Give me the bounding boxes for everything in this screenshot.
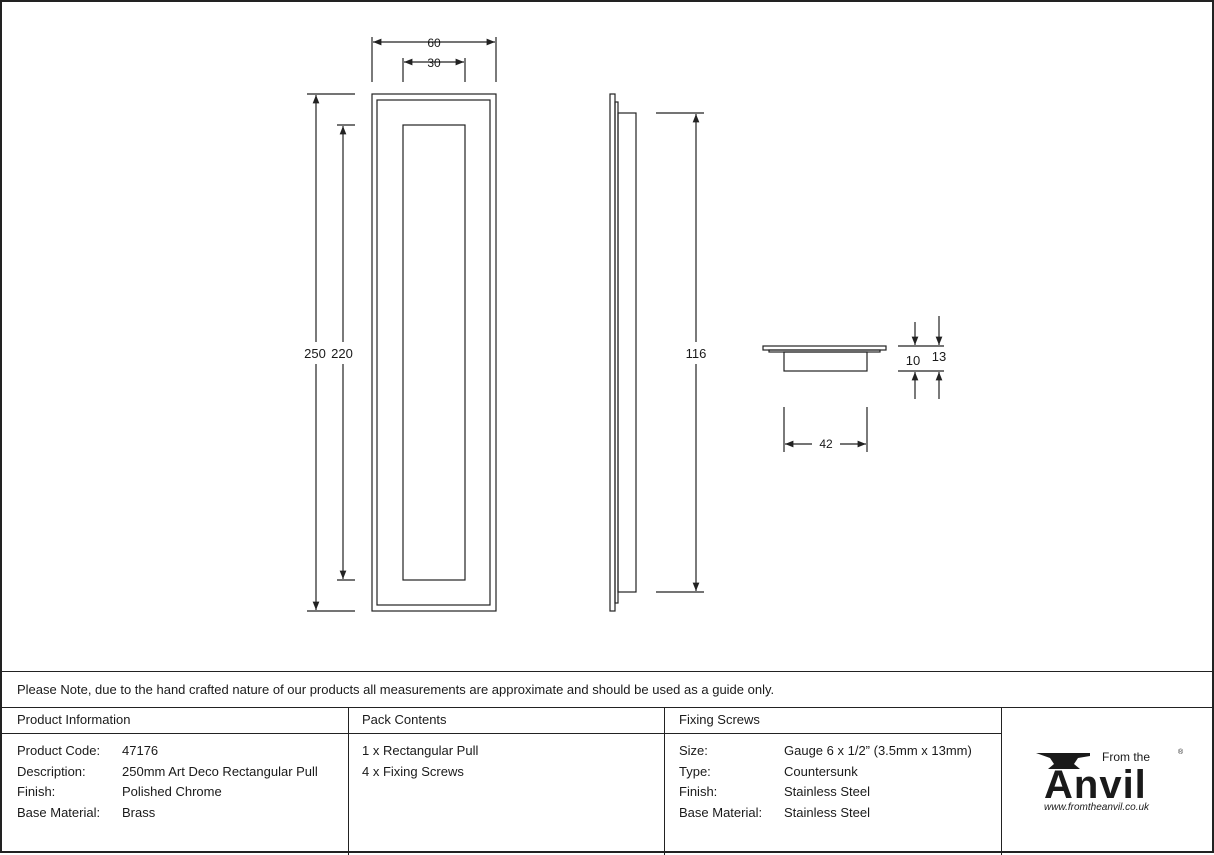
side-body [617, 112, 637, 593]
front-inner-border [376, 99, 491, 606]
col-divider-2 [664, 708, 665, 855]
front-view [307, 37, 497, 612]
dim-label-250: 250 [304, 346, 326, 361]
screw-finish-value: Stainless Steel [784, 784, 870, 799]
description-value: 250mm Art Deco Rectangular Pull [122, 764, 318, 779]
measurement-note: Please Note, due to the hand crafted nat… [17, 682, 775, 697]
col-divider-3 [1001, 708, 1002, 855]
screw-type-value: Countersunk [784, 764, 858, 779]
fixing-screws-title: Fixing Screws [679, 712, 760, 727]
col-divider-1 [348, 708, 349, 855]
dim-label-10: 10 [906, 353, 920, 368]
technical-drawing: 60 30 250 220 116 [304, 36, 946, 612]
dim-label-220: 220 [331, 346, 353, 361]
dim-label-116: 116 [686, 346, 707, 361]
table-top-rule [2, 707, 1002, 708]
finish-value: Polished Chrome [122, 784, 222, 799]
top-view [762, 316, 944, 452]
header-rule [2, 733, 1002, 734]
from-the-anvil-logo: From the ® Anvil www.fromtheanvil.co.uk [1036, 748, 1184, 813]
front-outer-plate [371, 93, 497, 612]
logo-brand: Anvil [1044, 763, 1147, 807]
anvil-icon [1036, 753, 1090, 769]
base-material-value: Brass [122, 805, 156, 820]
product-code-value: 47176 [122, 743, 159, 758]
pack-item: 4 x Fixing Screws [362, 764, 464, 779]
pack-item: 1 x Rectangular Pull [362, 743, 479, 758]
finish-label: Finish: [17, 784, 56, 799]
screw-material-value: Stainless Steel [784, 805, 870, 820]
dim-label-60: 60 [427, 36, 441, 50]
base-material-label: Base Material: [17, 805, 101, 820]
logo-registered: ® [1178, 748, 1184, 756]
note-mid-rule [1001, 707, 1214, 708]
pack-contents-title: Pack Contents [362, 712, 447, 727]
description-label: Description: [17, 764, 86, 779]
product-information-title: Product Information [17, 712, 131, 727]
side-plate [609, 93, 616, 612]
screw-type-label: Type: [679, 764, 711, 779]
logo-from-the: From the [1102, 750, 1150, 764]
screw-size-label: Size: [679, 743, 708, 758]
top-plate [762, 345, 887, 351]
product-code-label: Product Code: [17, 743, 101, 758]
front-recess [402, 124, 466, 581]
top-body [783, 351, 868, 372]
side-view [609, 93, 704, 612]
logo-url: www.fromtheanvil.co.uk [1044, 802, 1150, 813]
dim-label-13: 13 [932, 349, 946, 364]
screw-size-value: Gauge 6 x 1/2” (3.5mm x 13mm) [784, 743, 972, 758]
screw-material-label: Base Material: [679, 805, 763, 820]
screw-finish-label: Finish: [679, 784, 718, 799]
dim-label-30: 30 [427, 56, 441, 70]
note-top-rule [2, 671, 1214, 672]
dim-label-42: 42 [819, 437, 833, 451]
